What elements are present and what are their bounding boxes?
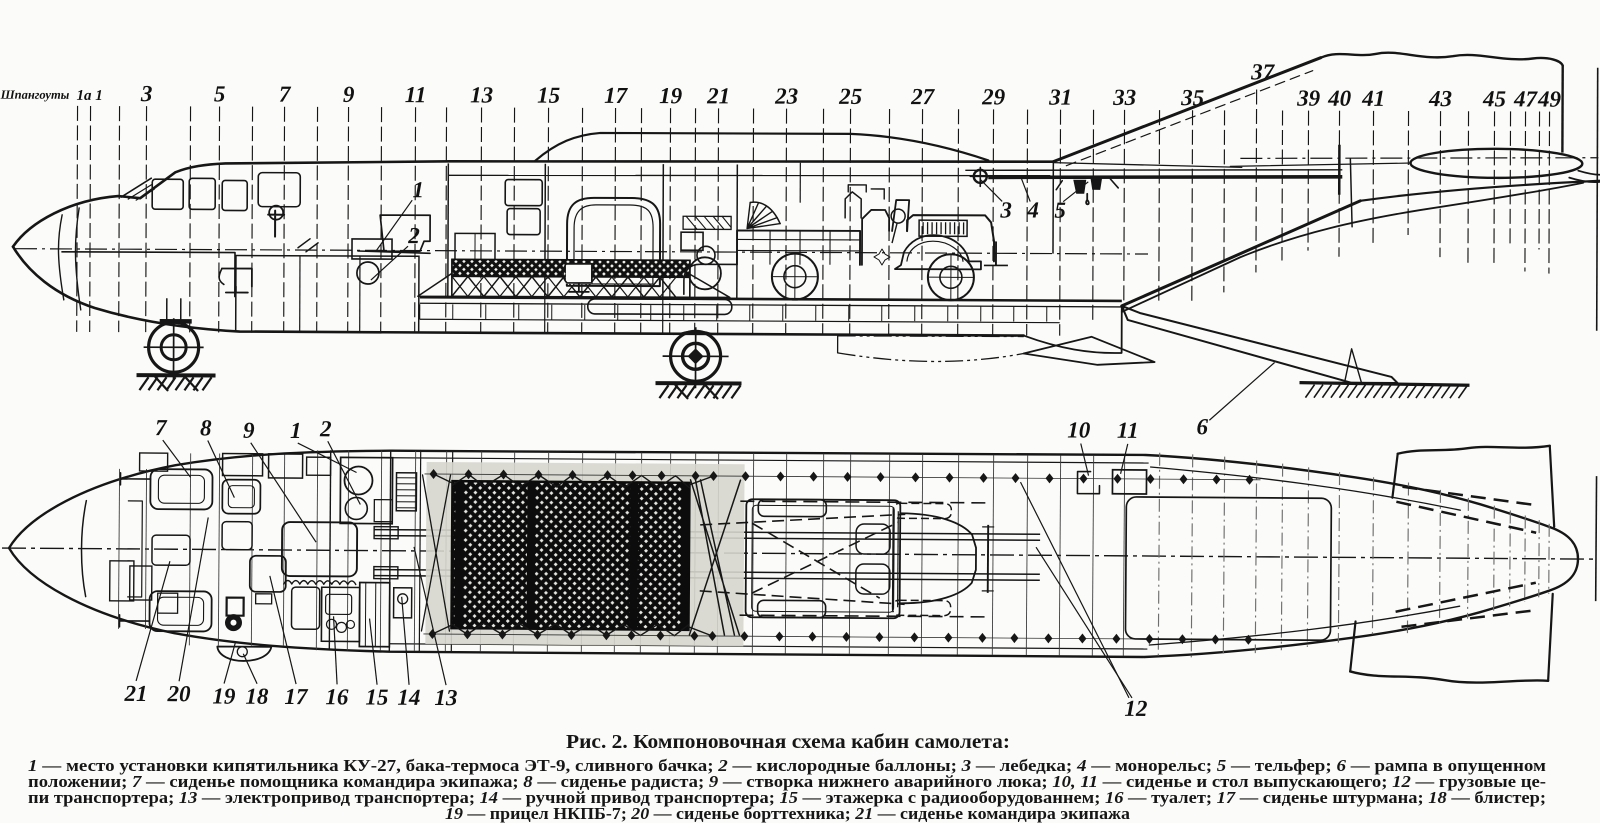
svg-text:2: 2 bbox=[407, 223, 420, 248]
svg-text:14: 14 bbox=[397, 685, 420, 710]
svg-text:39: 39 bbox=[1296, 86, 1321, 111]
svg-text:49: 49 bbox=[1537, 87, 1562, 112]
svg-text:23: 23 bbox=[774, 84, 798, 109]
svg-text:положении; 7 — сиденье помощни: положении; 7 — сиденье помощника команди… bbox=[28, 772, 1546, 791]
svg-text:41: 41 bbox=[1361, 86, 1385, 111]
svg-text:пи транспортера; 13 — электроп: пи транспортера; 13 — электропривод тран… bbox=[28, 788, 1546, 807]
svg-text:15: 15 bbox=[537, 83, 560, 108]
svg-text:12: 12 bbox=[1124, 696, 1147, 721]
svg-text:1 — место установки кипятильни: 1 — место установки кипятильника КУ-27, … bbox=[28, 756, 1546, 775]
svg-text:19: 19 bbox=[659, 83, 683, 108]
svg-text:Рис. 2. Компоновочная схема ка: Рис. 2. Компоновочная схема кабин самоле… bbox=[566, 731, 1010, 753]
svg-text:4: 4 bbox=[1026, 198, 1039, 223]
svg-text:5: 5 bbox=[214, 81, 226, 106]
svg-text:11: 11 bbox=[405, 82, 427, 107]
svg-text:7: 7 bbox=[155, 415, 168, 440]
svg-text:13: 13 bbox=[470, 82, 493, 107]
svg-text:21: 21 bbox=[123, 681, 147, 706]
svg-text:1а 1: 1а 1 bbox=[76, 88, 102, 104]
svg-text:3: 3 bbox=[140, 81, 153, 106]
svg-text:21: 21 bbox=[706, 83, 730, 108]
svg-text:19 — прицел НКПБ-7; 20 — сиден: 19 — прицел НКПБ-7; 20 — сиденье борттех… bbox=[445, 804, 1130, 823]
svg-text:7: 7 bbox=[279, 82, 292, 107]
svg-text:1: 1 bbox=[412, 177, 424, 202]
svg-text:8: 8 bbox=[200, 415, 212, 440]
svg-text:40: 40 bbox=[1327, 86, 1352, 111]
svg-text:33: 33 bbox=[1112, 85, 1136, 110]
svg-text:47: 47 bbox=[1513, 86, 1539, 111]
svg-text:18: 18 bbox=[245, 684, 269, 709]
svg-text:11: 11 bbox=[1117, 418, 1139, 443]
svg-text:25: 25 bbox=[838, 84, 862, 109]
svg-text:13: 13 bbox=[434, 685, 457, 710]
svg-text:43: 43 bbox=[1428, 86, 1452, 111]
svg-text:19: 19 bbox=[212, 683, 236, 708]
svg-text:1: 1 bbox=[290, 418, 302, 443]
svg-text:45: 45 bbox=[1482, 86, 1506, 111]
svg-text:6: 6 bbox=[1197, 414, 1209, 439]
svg-text:17: 17 bbox=[284, 684, 309, 709]
svg-text:9: 9 bbox=[343, 82, 355, 107]
svg-text:2: 2 bbox=[319, 416, 332, 441]
svg-text:Шпангоуты: Шпангоуты bbox=[0, 88, 70, 102]
svg-text:20: 20 bbox=[166, 681, 191, 706]
svg-text:3: 3 bbox=[999, 197, 1012, 222]
svg-text:16: 16 bbox=[325, 684, 349, 709]
svg-text:5: 5 bbox=[1054, 198, 1066, 223]
svg-text:27: 27 bbox=[910, 84, 936, 109]
svg-text:15: 15 bbox=[365, 685, 388, 710]
svg-text:31: 31 bbox=[1048, 85, 1072, 110]
svg-text:10: 10 bbox=[1067, 417, 1091, 442]
svg-text:9: 9 bbox=[243, 418, 255, 443]
svg-text:29: 29 bbox=[981, 84, 1006, 109]
svg-text:17: 17 bbox=[604, 83, 629, 108]
